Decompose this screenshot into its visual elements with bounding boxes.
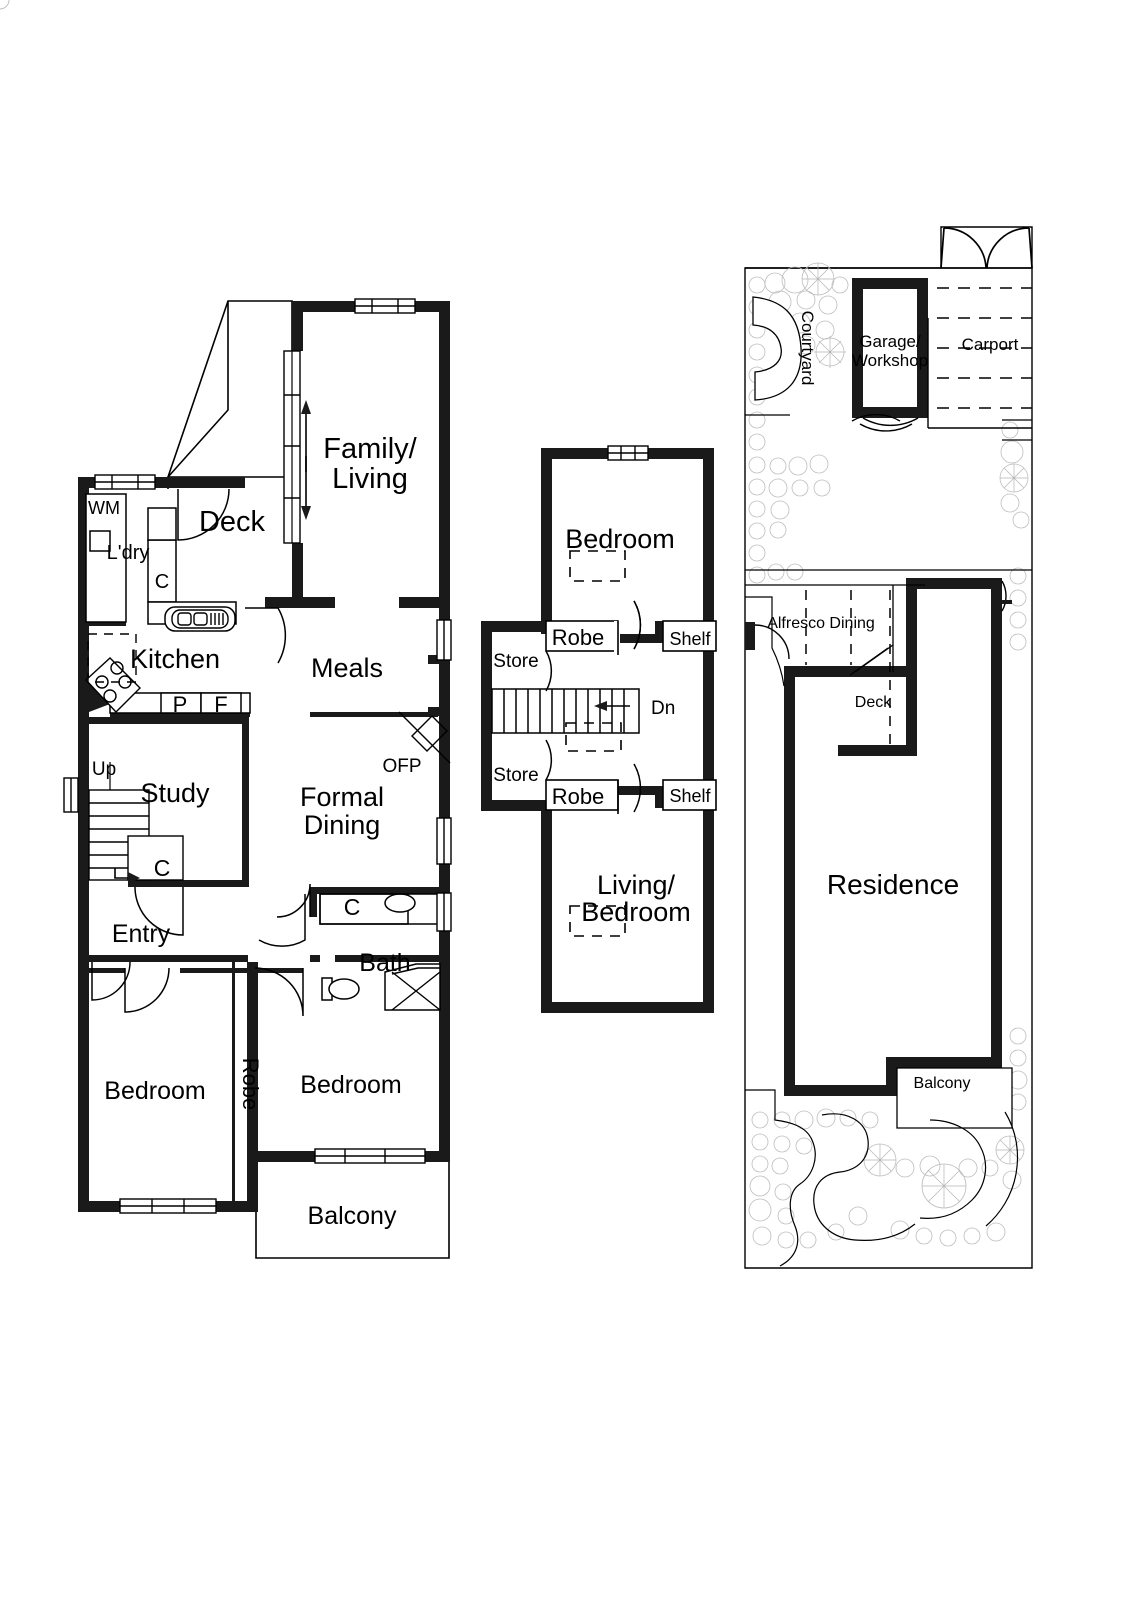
first-floor-dashed-outlines (565, 550, 626, 937)
first-floor-door-swings (545, 600, 642, 813)
site-label-alfresco-dining: Alfresco Dining (767, 615, 875, 632)
courtyard-path (752, 296, 802, 401)
site-door-swings (754, 413, 1007, 660)
room-label-bedroom-front: Bedroom (104, 1077, 205, 1105)
label-up: Up (92, 759, 116, 780)
site-label-deck: Deck (855, 694, 892, 711)
room-label-robe-lower: Robe (552, 784, 605, 809)
room-label-shelf-upper: Shelf (669, 629, 711, 649)
room-label-store-upper: Store (493, 651, 538, 672)
label-cupboard-stair: C (154, 855, 171, 881)
room-label-formal-dining-1: Formal (300, 782, 384, 812)
site-boundary (744, 226, 1033, 1269)
site-lawn-edges (745, 596, 1019, 1267)
site-deck-outline (745, 584, 925, 676)
ground-floor-panel: Family/ Living Deck L'dry WM Kitchen Mea… (63, 298, 452, 1259)
label-cupboard-laundry: C (155, 571, 169, 593)
room-label-store-lower: Store (493, 765, 538, 786)
room-label-family-living-2: Living (332, 463, 408, 495)
room-label-shelf-lower: Shelf (669, 786, 711, 806)
room-label-robe-upper: Robe (552, 625, 605, 650)
label-pantry: P (173, 692, 188, 717)
first-floor-labels: Bedroom Living/ Bedroom Store Store Robe… (493, 524, 711, 927)
first-floor-panel: Bedroom Living/ Bedroom Store Store Robe… (481, 445, 717, 1013)
room-label-bath: Bath (359, 949, 410, 977)
ground-fixture-detail (85, 609, 451, 1011)
label-washing-machine: WM (88, 498, 120, 518)
room-label-meals: Meals (311, 653, 383, 683)
garden-shrub-band-left (748, 262, 1030, 1249)
room-label-laundry: L'dry (107, 542, 150, 564)
site-label-garage-workshop-2: Workshop (852, 351, 928, 370)
site-plan-panel: Courtyard Garage/ Workshop Carport Alfre… (0, 0, 1033, 1269)
room-label-living-bedroom-1: Living/ (597, 870, 676, 900)
room-label-robe: Robe (238, 1058, 263, 1111)
carport-outline (937, 287, 1032, 409)
room-label-entry: Entry (112, 920, 171, 948)
room-label-bedroom-rear: Bedroom (300, 1071, 401, 1099)
site-label-courtyard: Courtyard (798, 311, 817, 386)
ground-fixtures (85, 493, 441, 1011)
room-label-kitchen: Kitchen (130, 644, 220, 674)
room-label-study: Study (140, 778, 210, 808)
label-down: Dn (651, 698, 675, 719)
room-label-formal-dining-2: Dining (304, 810, 381, 840)
room-label-deck: Deck (199, 506, 266, 538)
site-entry-gates (940, 227, 1033, 269)
label-ofp: OFP (382, 756, 421, 777)
site-deck-joists (805, 590, 891, 745)
first-floor-windows (607, 445, 649, 461)
sliding-door-family-living (283, 350, 311, 544)
residence-walls (784, 578, 1002, 1096)
room-label-bedroom-upper: Bedroom (565, 524, 675, 554)
site-label-garage-workshop-1: Garage/ (859, 332, 921, 351)
site-door-jambs (745, 600, 1012, 650)
garage-workshop-walls (852, 278, 928, 418)
room-label-balcony: Balcony (308, 1202, 397, 1230)
carport-edges (927, 318, 1032, 429)
label-fridge: F (214, 692, 227, 717)
label-cupboard-bath: C (344, 894, 361, 920)
site-label-balcony: Balcony (914, 1075, 971, 1092)
site-label-carport: Carport (962, 335, 1019, 354)
site-labels: Courtyard Garage/ Workshop Carport Alfre… (767, 311, 1018, 1092)
ground-windows (63, 298, 452, 1214)
first-floor-joinery (545, 620, 717, 811)
ground-staircase (88, 762, 184, 884)
site-label-residence: Residence (827, 869, 959, 900)
ground-labels: Family/ Living Deck L'dry WM Kitchen Mea… (88, 433, 422, 1230)
site-balcony-outline (896, 1067, 1013, 1129)
site-side-paths (745, 414, 1032, 571)
ground-door-swings (91, 488, 311, 1017)
room-label-family-living-1: Family/ (323, 433, 417, 465)
first-floor-dn-arrow (594, 701, 630, 711)
ground-walls (78, 301, 450, 1212)
room-label-living-bedroom-2: Bedroom (581, 897, 691, 927)
